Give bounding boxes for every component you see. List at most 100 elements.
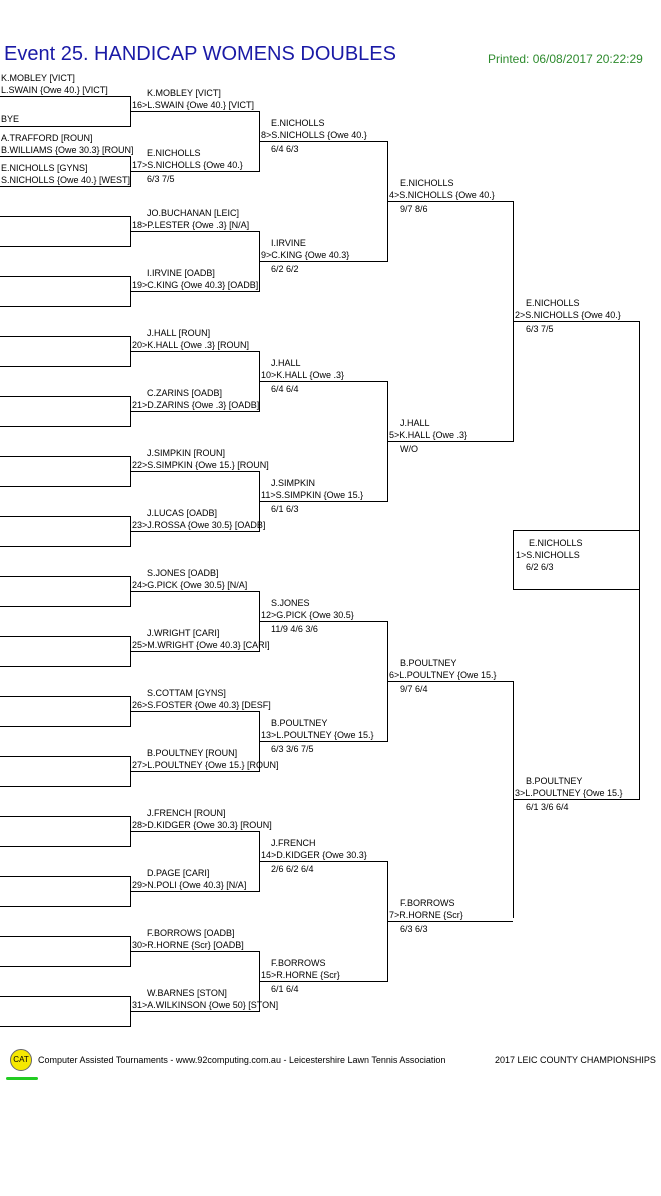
round1-line: [0, 666, 130, 667]
round4-line: [387, 441, 513, 442]
bracket-connector: [513, 530, 514, 590]
champion-team-bottom: 1>S.NICHOLLS: [516, 550, 580, 560]
round1-line: [0, 966, 130, 967]
round1-entry: E.NICHOLLS [GYNS]: [1, 163, 88, 173]
round4-team-top: F.BORROWS: [400, 898, 455, 908]
round3-score: 6/3 3/6 7/5: [271, 744, 314, 754]
round2-team-top: J.HALL [ROUN]: [147, 328, 211, 338]
round2-team-bottom: 22>S.SIMPKIN {Owe 15.} [ROUN]: [132, 460, 269, 470]
round2-team-bottom: 28>D.KIDGER {Owe 30.3} [ROUN]: [132, 820, 272, 830]
round2-team-top: E.NICHOLLS: [147, 148, 201, 158]
round2-team-top: S.COTTAM [GYNS]: [147, 688, 226, 698]
printed-timestamp: Printed: 06/08/2017 20:22:29: [488, 52, 643, 66]
round4-team-top: E.NICHOLLS: [400, 178, 454, 188]
round1-entry: BYE: [1, 114, 20, 124]
round3-team-top: B.POULTNEY: [271, 718, 328, 728]
round2-team-bottom: 26>S.FOSTER {Owe 40.3} [DESF]: [132, 700, 271, 710]
round3-team-bottom: 10>K.HALL {Owe .3}: [261, 370, 344, 380]
round1-line: [0, 156, 130, 157]
round4-score: W/O: [400, 444, 418, 454]
round1-entry: K.MOBLEY [VICT]: [1, 73, 75, 83]
round4-line: [387, 921, 513, 922]
round2-line: [130, 531, 259, 532]
round5-team-bottom: 2>S.NICHOLLS {Owe 40.}: [515, 310, 621, 320]
round3-score: 11/9 4/6 3/6: [271, 624, 318, 634]
footer-championship: 2017 LEIC COUNTY CHAMPIONSHIPS: [495, 1055, 656, 1065]
round1-line: [0, 96, 130, 97]
final-score: 6/2 6/3: [526, 562, 554, 572]
round1-line: [0, 456, 130, 457]
round5-score: 6/1 3/6 6/4: [526, 802, 569, 812]
footer-credit: Computer Assisted Tournaments - www.92co…: [38, 1055, 446, 1065]
round3-team-bottom: 12>G.PICK {Owe 30.5}: [261, 610, 354, 620]
round3-team-bottom: 11>S.SIMPKIN {Owe 15.}: [261, 490, 364, 500]
champion-team-top: E.NICHOLLS: [529, 538, 583, 548]
round2-line: [130, 411, 259, 412]
round2-team-top: I.IRVINE [OADB]: [147, 268, 215, 278]
round1-line: [0, 996, 130, 997]
round1-entry: L.SWAIN {Owe 40.} [VICT]: [1, 85, 108, 95]
round1-line: [0, 786, 130, 787]
round4-team-bottom: 4>S.NICHOLLS {Owe 40.}: [389, 190, 495, 200]
round2-team-bottom: 17>S.NICHOLLS {Owe 40.}: [132, 160, 243, 170]
round1-line: [0, 636, 130, 637]
round3-line: [259, 381, 387, 382]
round2-team-bottom: 16>L.SWAIN {Owe 40.} [VICT]: [132, 100, 254, 110]
round5-line: [513, 799, 639, 800]
round3-score: 6/1 6/3: [271, 504, 299, 514]
round3-team-top: J.HALL: [271, 358, 301, 368]
round2-line: [130, 111, 259, 112]
round5-line: [513, 321, 639, 322]
round2-team-top: J.SIMPKIN [ROUN]: [147, 448, 226, 458]
round1-line: [0, 1026, 130, 1027]
round2-team-top: B.POULTNEY [ROUN]: [147, 748, 238, 758]
round2-team-top: D.PAGE [CARI]: [147, 868, 210, 878]
round4-score: 6/3 6/3: [400, 924, 428, 934]
round2-team-bottom: 19>C.KING {Owe 40.3} [OADB]: [132, 280, 259, 290]
round1-line: [0, 306, 130, 307]
bracket-connector: [639, 321, 640, 800]
round1-entry: A.TRAFFORD [ROUN]: [1, 133, 93, 143]
round1-line: [0, 516, 130, 517]
round2-team-top: JO.BUCHANAN [LEIC]: [147, 208, 240, 218]
round3-team-top: J.SIMPKIN: [271, 478, 316, 488]
round2-team-top: K.MOBLEY [VICT]: [147, 88, 221, 98]
round2-team-top: J.LUCAS [OADB]: [147, 508, 218, 518]
round3-line: [259, 621, 387, 622]
round2-line: [130, 651, 259, 652]
round1-line: [0, 486, 130, 487]
round1-line: [0, 366, 130, 367]
round3-line: [259, 861, 387, 862]
round3-line: [259, 261, 387, 262]
round3-team-top: E.NICHOLLS: [271, 118, 325, 128]
event-title: Event 25. HANDICAP WOMENS DOUBLES: [4, 43, 396, 65]
round1-line: [0, 606, 130, 607]
round4-team-top: B.POULTNEY: [400, 658, 457, 668]
round3-line: [259, 501, 387, 502]
round2-line: [130, 291, 259, 292]
round2-team-top: S.JONES [OADB]: [147, 568, 219, 578]
round4-team-bottom: 7>R.HORNE {Scr}: [389, 910, 463, 920]
round2-team-top: W.BARNES [STON]: [147, 988, 227, 998]
round5-team-bottom: 3>L.POULTNEY {Owe 15.}: [515, 788, 623, 798]
round1-line: [0, 396, 130, 397]
round2-line: [130, 891, 259, 892]
final-box-bottom: [513, 589, 639, 590]
round2-team-bottom: 20>K.HALL {Owe .3} [ROUN]: [132, 340, 249, 350]
round3-line: [259, 981, 387, 982]
round2-team-bottom: 27>L.POULTNEY {Owe 15.} [ROUN]: [132, 760, 279, 770]
round1-line: [0, 576, 130, 577]
round1-line: [0, 726, 130, 727]
round2-team-bottom: 18>P.LESTER {Owe .3} [N/A]: [132, 220, 250, 230]
round1-line: [0, 336, 130, 337]
round2-line: [130, 1011, 259, 1012]
round2-team-bottom: 24>G.PICK {Owe 30.5} [N/A]: [132, 580, 248, 590]
round1-line: [0, 816, 130, 817]
round2-team-bottom: 30>R.HORNE {Scr} [OADB]: [132, 940, 244, 950]
round1-entry: S.NICHOLLS {Owe 40.} [WEST]: [1, 175, 131, 185]
round3-line: [259, 141, 387, 142]
round1-line: [0, 186, 130, 187]
round2-team-top: F.BORROWS [OADB]: [147, 928, 235, 938]
round3-line: [259, 741, 387, 742]
round4-score: 9/7 6/4: [400, 684, 428, 694]
